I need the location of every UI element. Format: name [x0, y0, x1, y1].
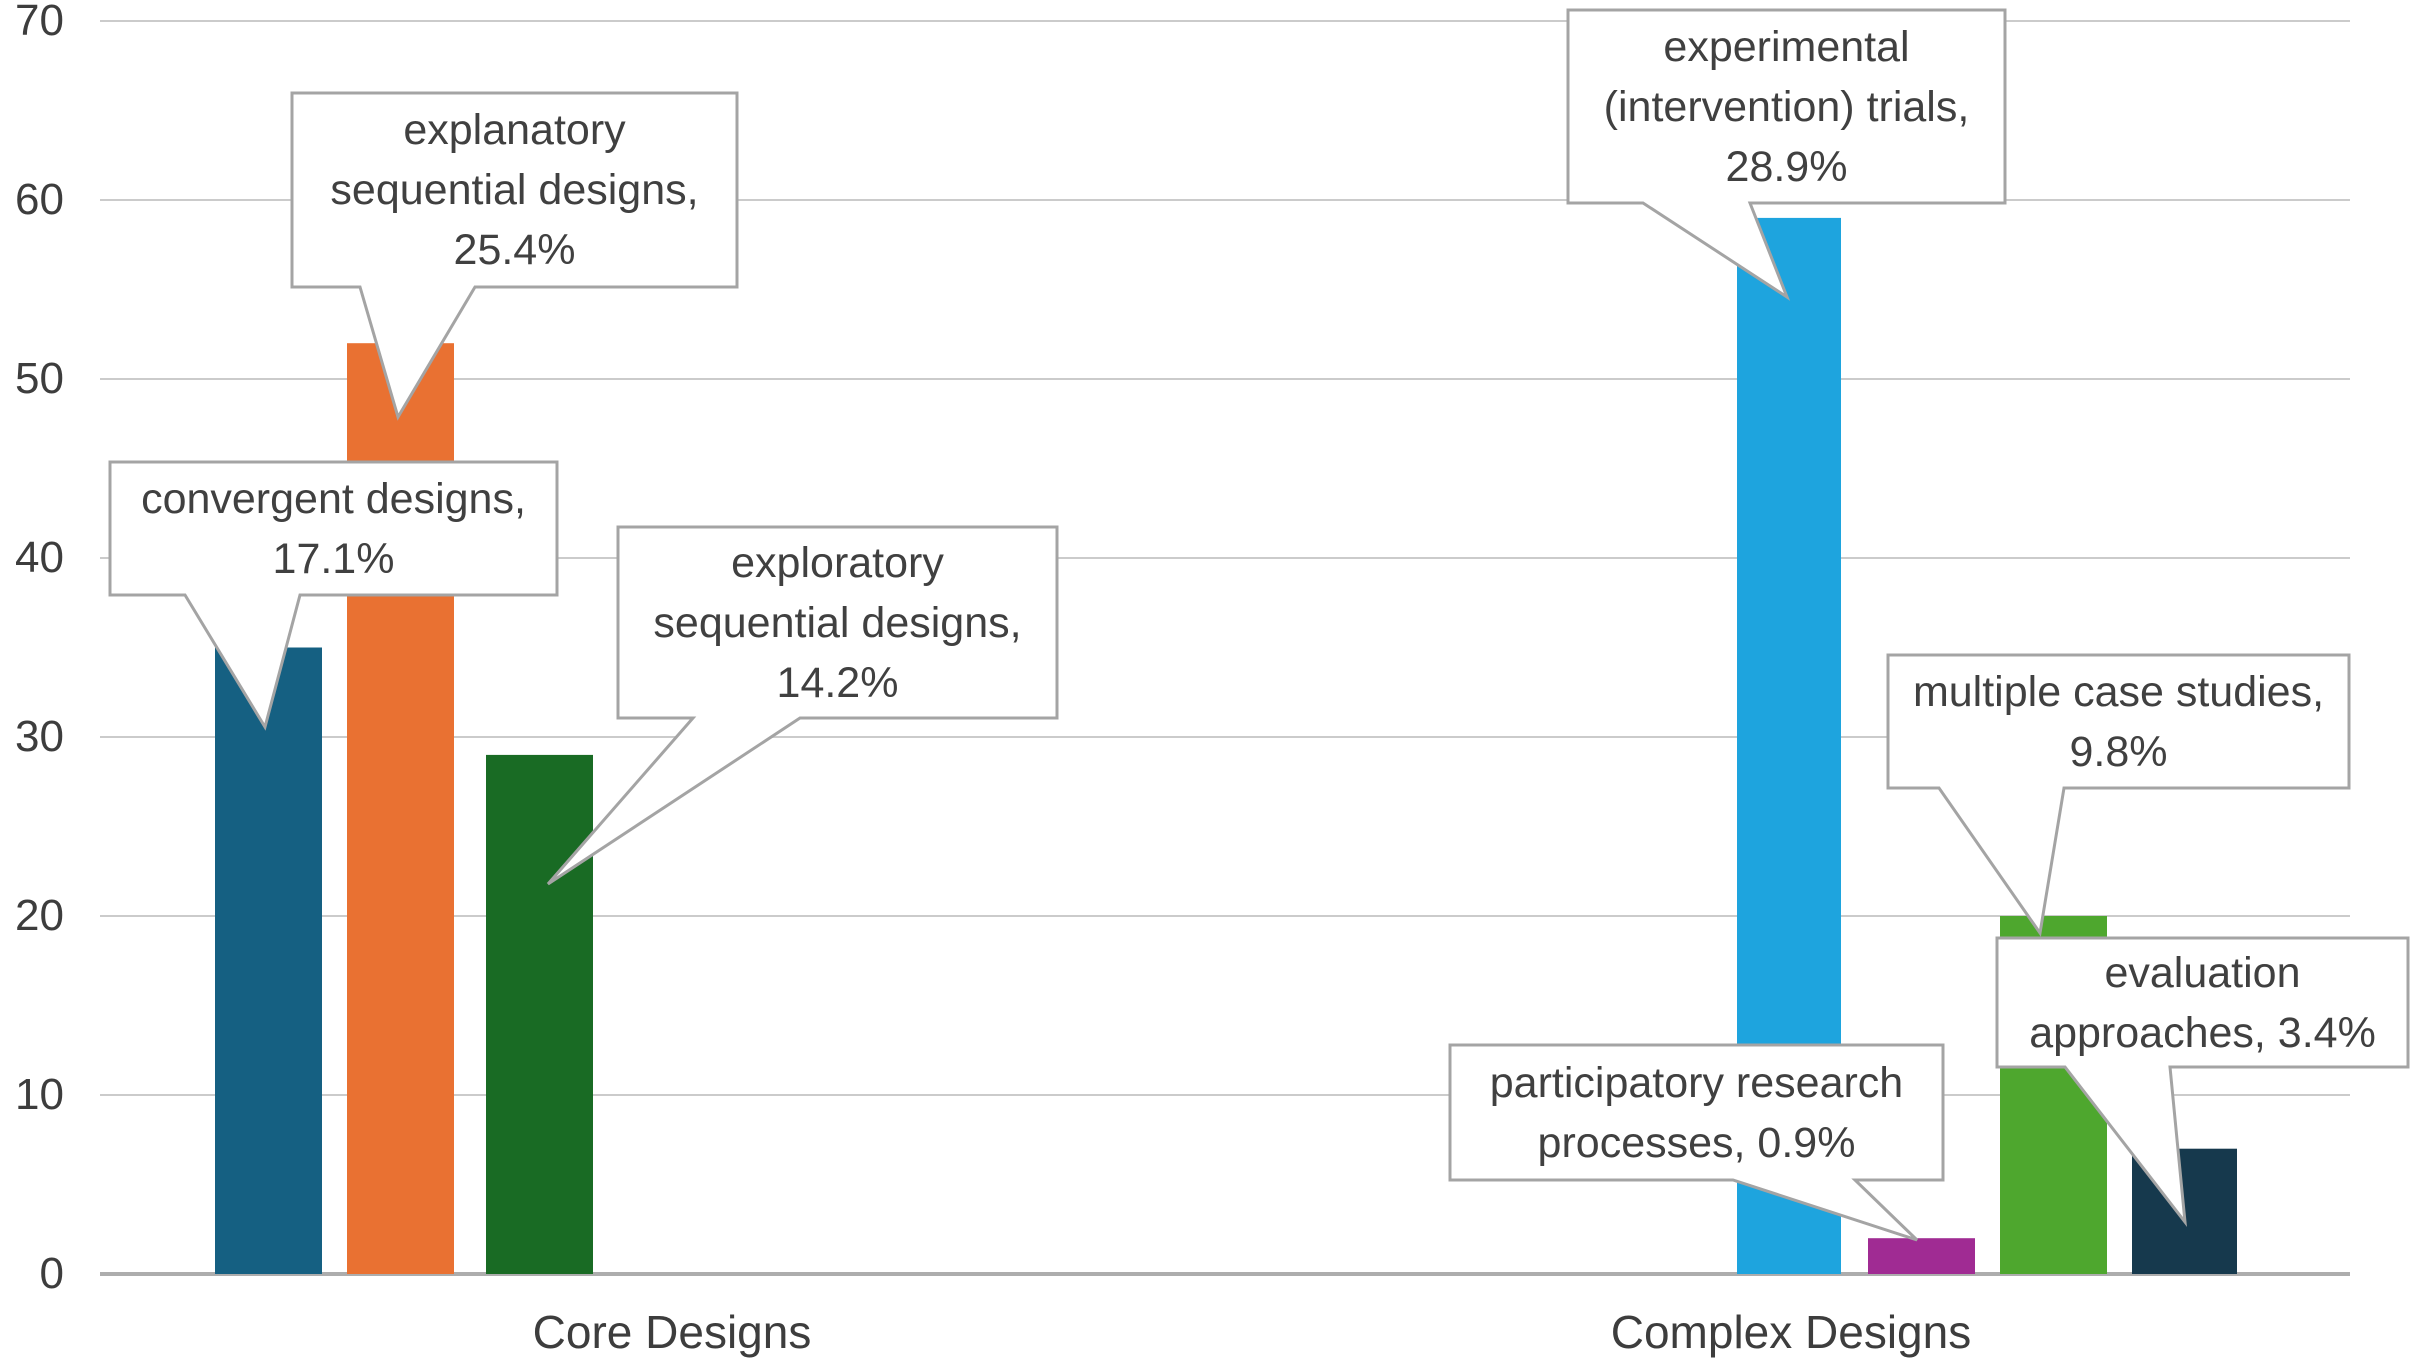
bar-exploratory-sequential-designs: [486, 754, 593, 1274]
callout-bubble-evaluation-approaches: [1995, 936, 2410, 1228]
bar-convergent-designs: [215, 647, 322, 1274]
callout-bubble-convergent-designs: [108, 460, 559, 731]
callout-bubble-multiple-case-studies: [1886, 653, 2351, 937]
callout-bubble-experimental-intervention-trials: [1566, 8, 2007, 301]
callout-bubble-exploratory-sequential-designs: [546, 525, 1059, 886]
callout-bubble-participatory-research-processes: [1448, 1043, 1945, 1242]
callout-bubble-explanatory-sequential-designs: [290, 91, 739, 421]
bar-participatory-research-processes: [1868, 1238, 1975, 1274]
